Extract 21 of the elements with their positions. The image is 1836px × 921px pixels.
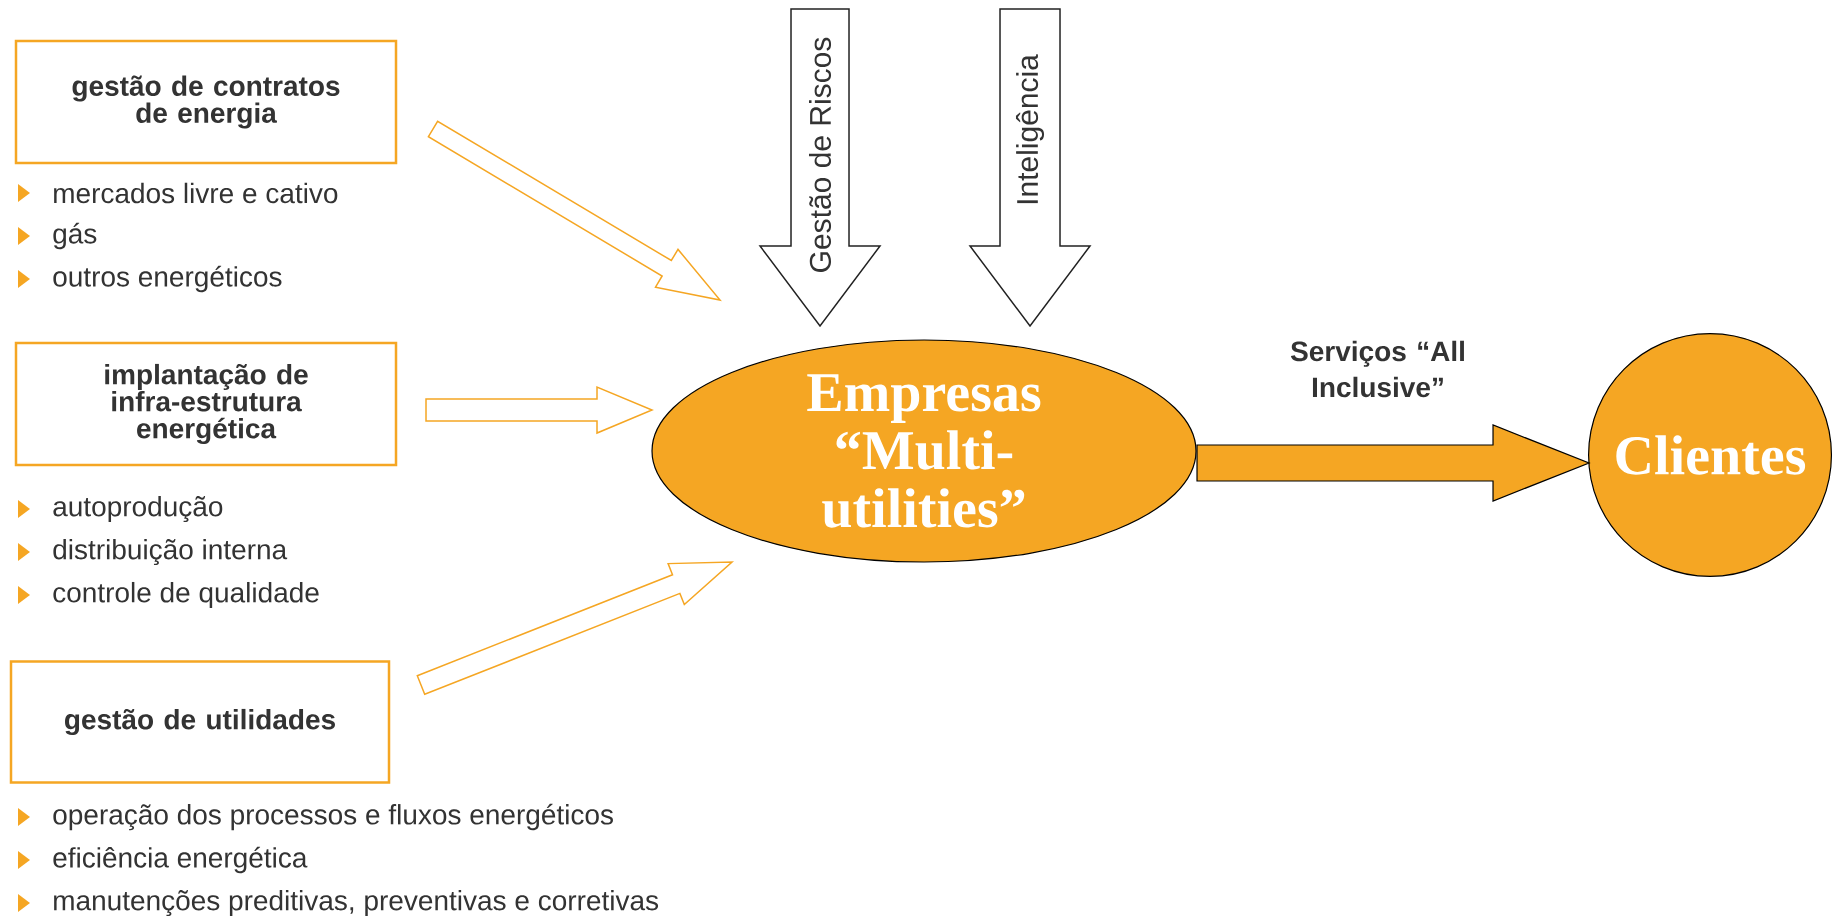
arrow xyxy=(425,385,654,435)
bullet-item: distribuição interna xyxy=(18,538,288,566)
edge-label: Inteligência xyxy=(1015,54,1045,204)
bullet-item: outros energéticos xyxy=(18,265,282,293)
bullet-item: eficiência energética xyxy=(18,846,308,874)
arrow xyxy=(758,8,882,328)
arrow xyxy=(968,8,1092,328)
arrow xyxy=(416,561,735,696)
text-box: implantação de infra-estrutura energética xyxy=(14,341,398,467)
bullet-item: manutenções preditivas, preventivas e corretivas xyxy=(18,889,659,917)
bullet-item: autoprodução xyxy=(18,495,223,523)
bullet-item: operação dos processos e fluxos energéticos xyxy=(18,803,613,831)
text-box: gestão de contratos de energia xyxy=(14,39,398,165)
arrow xyxy=(1196,424,1591,502)
bullet-item: gás xyxy=(18,222,97,250)
edge-label: Gestão de Riscos xyxy=(809,37,832,272)
arrow xyxy=(427,120,722,302)
bullet-item: mercados livre e cativo xyxy=(18,182,338,204)
text-box: gestão de utilidades xyxy=(9,660,391,784)
bullet-item: controle de qualidade xyxy=(18,581,319,609)
edge-label: Serviços “All Inclusive” xyxy=(1290,340,1464,398)
